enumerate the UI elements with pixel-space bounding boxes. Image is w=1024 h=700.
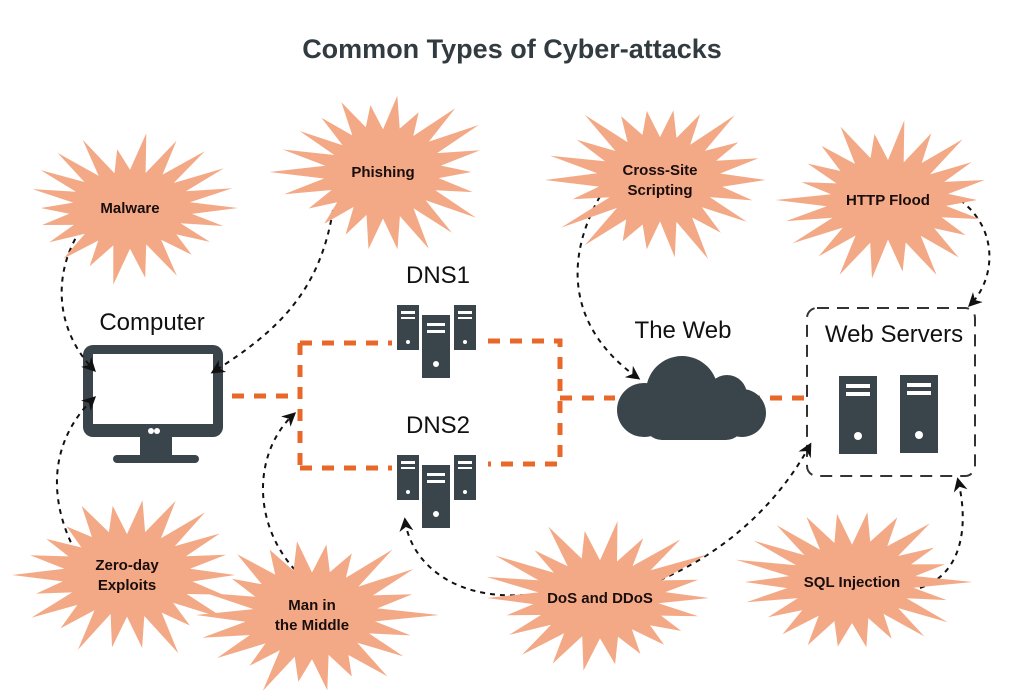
arrow-http-flood xyxy=(959,199,991,307)
network-links xyxy=(232,338,806,471)
server-cluster-icon xyxy=(397,455,476,528)
attack-man-in-the-middle: Man in the Middle xyxy=(196,541,439,691)
attack-label: HTTP Flood xyxy=(846,192,930,209)
burst-shape xyxy=(775,120,985,279)
dns2-label: DNS2 xyxy=(406,412,470,439)
monitor-icon xyxy=(83,345,223,463)
burst-shape xyxy=(12,500,236,654)
attack-label: Malware xyxy=(100,200,159,217)
web-servers-node: Web Servers xyxy=(806,307,976,477)
attack-label: SQL Injection xyxy=(804,574,900,591)
burst-shape xyxy=(269,95,480,250)
attack-http-flood: HTTP Flood xyxy=(775,120,985,279)
attack-sql-injection: SQL Injection xyxy=(735,512,973,648)
attack-malware: Malware xyxy=(32,133,238,285)
attack-label: Cross-Site xyxy=(622,162,697,179)
dns2-node: DNS2 xyxy=(397,412,476,528)
attack-phishing: Phishing xyxy=(269,95,480,250)
dns1-label: DNS1 xyxy=(406,262,470,289)
attack-label: Scripting xyxy=(627,182,692,199)
burst-shape xyxy=(32,133,238,285)
computer-node: Computer xyxy=(83,309,223,463)
web-node: The Web xyxy=(617,317,766,440)
burst-shape xyxy=(545,110,766,259)
attack-dos-and-ddos: DoS and DDoS xyxy=(486,521,710,671)
cloud-icon xyxy=(617,356,766,440)
attack-label: DoS and DDoS xyxy=(547,590,653,607)
burst-shape xyxy=(486,521,710,671)
server-cluster-icon xyxy=(397,305,476,378)
attack-label: Zero-day xyxy=(95,557,159,574)
diagram-title: Common Types of Cyber-attacks xyxy=(302,34,722,64)
link-dns-right xyxy=(488,338,563,467)
computer-label: Computer xyxy=(99,309,204,336)
arrow-sql-injection xyxy=(919,477,968,589)
arrow-malware xyxy=(60,221,96,373)
burst-shape xyxy=(735,512,973,648)
arrow-mitm xyxy=(262,412,297,571)
dns1-node: DNS1 xyxy=(397,262,476,378)
burst-shape xyxy=(196,541,439,691)
arrow-phishing xyxy=(210,209,334,374)
web-servers-label: Web Servers xyxy=(825,321,963,348)
attack-label: Phishing xyxy=(351,164,414,181)
arrow-zero-day xyxy=(55,396,97,561)
web-label: The Web xyxy=(635,317,732,344)
attack-label: Exploits xyxy=(98,577,156,594)
arrow-dos-servers xyxy=(659,442,812,581)
attack-label: the Middle xyxy=(275,617,349,634)
server-icon xyxy=(839,375,938,454)
attack-label: Man in xyxy=(288,597,336,614)
arrow-dos-dns2 xyxy=(399,517,526,597)
web-servers-box xyxy=(806,307,976,477)
